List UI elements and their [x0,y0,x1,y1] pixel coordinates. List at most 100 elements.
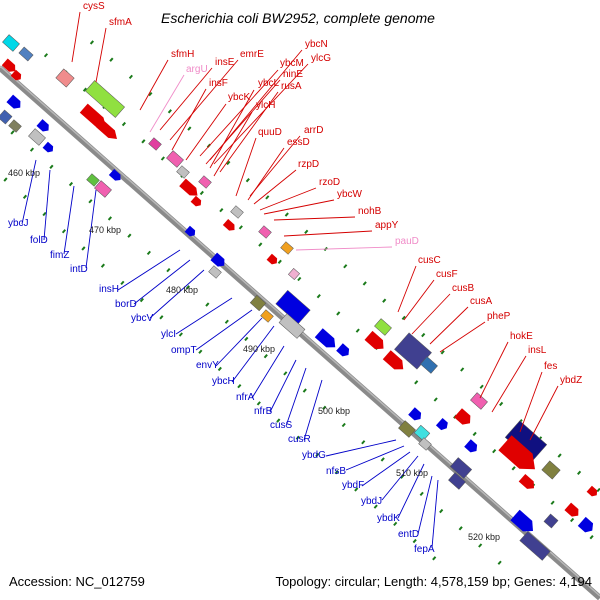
tick-mark [295,435,300,440]
tick-mark [589,535,594,540]
leader-line [325,439,397,457]
gene-block [260,309,274,323]
gene-label-fimZ: fimZ [50,250,69,261]
tick-mark [68,181,74,187]
gene-arrow [435,417,448,431]
gene-label-rusA: rusA [281,81,302,92]
tick-mark [244,336,249,342]
tick-mark [492,448,497,454]
gene-block [449,457,473,479]
tick-mark [373,504,378,509]
tick-mark [141,139,146,144]
tick-mark [29,147,35,152]
tick-mark [393,521,398,527]
gene-block [398,420,416,438]
leader-line [199,69,279,157]
tick-mark [42,211,47,217]
tick-mark [302,388,307,393]
tick-mark [499,401,504,407]
tick-mark [421,332,426,338]
gene-block [543,513,559,529]
gene-arrow [184,225,196,237]
gene-label-ybdG: ybdG [302,450,326,461]
tick-mark [224,319,229,324]
tick-mark [433,397,438,402]
leader-line [169,59,239,141]
gene-block [198,175,212,189]
leader-line [63,185,75,255]
leader-line [519,371,543,433]
gene-label-intD: intD [70,264,88,275]
gene-label-hokE: hokE [510,331,533,342]
tick-mark [304,229,309,234]
gene-label-ybdJ: ybdJ [361,496,382,507]
gene-arrow [108,169,121,181]
leader-line [21,159,37,225]
tick-mark [146,250,151,256]
tick-mark [88,199,93,204]
gene-label-cusF: cusF [436,269,458,280]
gene-label-essD: essD [287,137,310,148]
gene-block [420,356,438,374]
tick-mark [49,164,54,169]
tick-mark [159,315,164,320]
gene-label-ybcK: ybcK [228,92,251,103]
tick-mark [265,195,270,200]
leader-line [43,169,51,241]
tick-mark [479,384,484,389]
tick-mark [10,130,15,135]
gene-block [288,268,300,280]
gene-block [18,46,34,62]
leader-line [397,463,425,519]
gene-block [2,34,20,52]
leader-line [213,111,253,177]
tick-mark [276,418,281,423]
leader-line [439,321,486,353]
leader-line [71,11,81,63]
tick-mark [107,216,112,221]
leader-line [139,59,169,111]
gene-label-ybcW: ybcW [337,189,363,200]
gene-arrow [464,439,478,453]
tick-mark [511,466,516,471]
leader-line [283,230,373,237]
gene-label-sfmA: sfmA [109,17,132,28]
gene-block [148,137,162,151]
gene-arrow [1,58,16,72]
leader-line [429,306,469,345]
tick-mark [334,470,339,475]
gene-block [258,225,272,239]
leader-line [411,293,451,335]
leader-line [231,325,275,383]
leader-line [195,309,253,351]
gene-block [418,437,432,451]
accession-text: Accession: NC_012759 [9,574,145,589]
tick-mark [237,383,242,389]
tick-mark [570,517,575,523]
gene-arrow [6,94,21,109]
tick-mark [414,380,419,385]
leader-line [295,246,393,251]
gene-label-rzpD: rzpD [298,159,319,170]
leader-line [253,169,297,205]
gene-arrow [577,516,594,533]
gene-label-insF: insF [209,78,228,89]
tick-label: 480 kbp [166,285,198,295]
tick-mark [187,126,192,131]
gene-arrow [10,69,22,81]
tick-label: 460 kbp [8,168,40,178]
tick-mark [355,328,360,333]
tick-mark [226,160,231,166]
tick-mark [277,259,282,264]
tick-mark [478,543,483,548]
tick-mark [205,302,210,307]
tick-label: 500 kbp [318,406,350,416]
tick-mark [341,422,346,428]
gene-label-ylcI: ylcI [161,329,176,340]
tick-mark [380,457,385,462]
gene-label-sfmH: sfmH [171,49,194,60]
gene-block [280,241,294,255]
gene-block [541,460,561,480]
tick-mark [283,371,288,376]
